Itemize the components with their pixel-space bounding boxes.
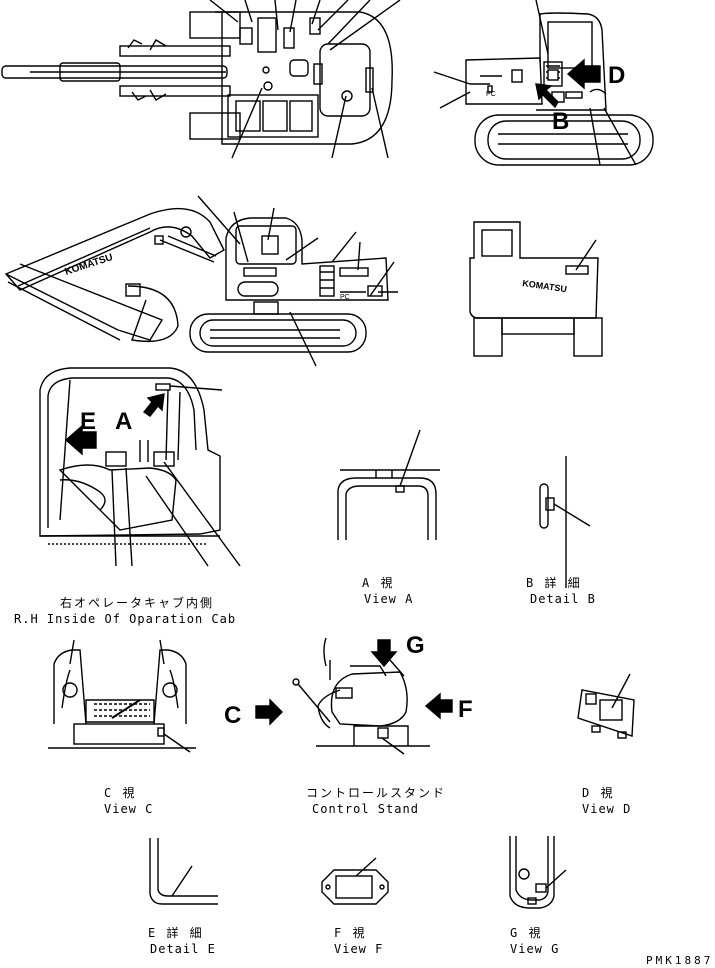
view-c: [48, 639, 283, 753]
boom-brand-text: KOMATSU: [64, 252, 115, 278]
view-c-caption-jp: C 視: [104, 786, 137, 800]
rear-brand-text: KOMATSU: [522, 278, 568, 294]
view-a-caption-en: View A: [364, 592, 414, 606]
letter-g: G: [406, 632, 425, 659]
view-f-caption-en: View F: [334, 942, 384, 956]
letter-b: B: [552, 108, 570, 135]
view-d-caption-en: View D: [582, 802, 632, 816]
view-a-caption-jp: A 視: [362, 576, 395, 590]
view-f-caption-jp: F 視: [334, 926, 367, 940]
control-stand: [292, 637, 453, 755]
view-g: [509, 836, 567, 909]
detail-b-caption-en: Detail B: [530, 592, 596, 606]
view-c-caption-en: View C: [104, 802, 154, 816]
view-g-caption-jp: G 視: [510, 926, 543, 940]
body-model-mark: PC: [340, 294, 350, 301]
detail-e: [149, 838, 218, 905]
cab-interior-view: [39, 367, 241, 567]
view-g-caption-en: View G: [510, 942, 560, 956]
letter-c: C: [224, 702, 242, 729]
rear-view: [469, 221, 603, 357]
side-view-right: [433, 0, 654, 166]
part-code: PMK1887: [646, 954, 714, 967]
detail-e-caption-jp: E 詳 細: [148, 926, 204, 940]
letter-e: E: [80, 408, 97, 435]
view-f: [321, 857, 389, 905]
view-d-caption-jp: D 視: [582, 786, 615, 800]
detail-b: [539, 456, 591, 588]
letter-d: D: [608, 62, 626, 89]
letter-f: F: [458, 696, 473, 723]
top-view: [1, 0, 401, 159]
view-d: [577, 673, 635, 739]
side-view-left: [4, 195, 398, 367]
control-stand-caption-jp: コントロールスタンド: [306, 786, 447, 800]
cab-inside-caption-jp: 右オペレータキャブ内側: [60, 596, 215, 610]
side-model-mark: PC: [486, 91, 496, 98]
cab-inside-caption-en: R.H Inside Of Oparation Cab: [14, 612, 237, 626]
detail-e-caption-en: Detail E: [150, 942, 216, 956]
view-a-detail: [337, 429, 440, 540]
letter-a: A: [115, 408, 133, 435]
control-stand-caption-en: Control Stand: [312, 802, 419, 816]
detail-b-caption-jp: B 詳 細: [526, 576, 582, 590]
